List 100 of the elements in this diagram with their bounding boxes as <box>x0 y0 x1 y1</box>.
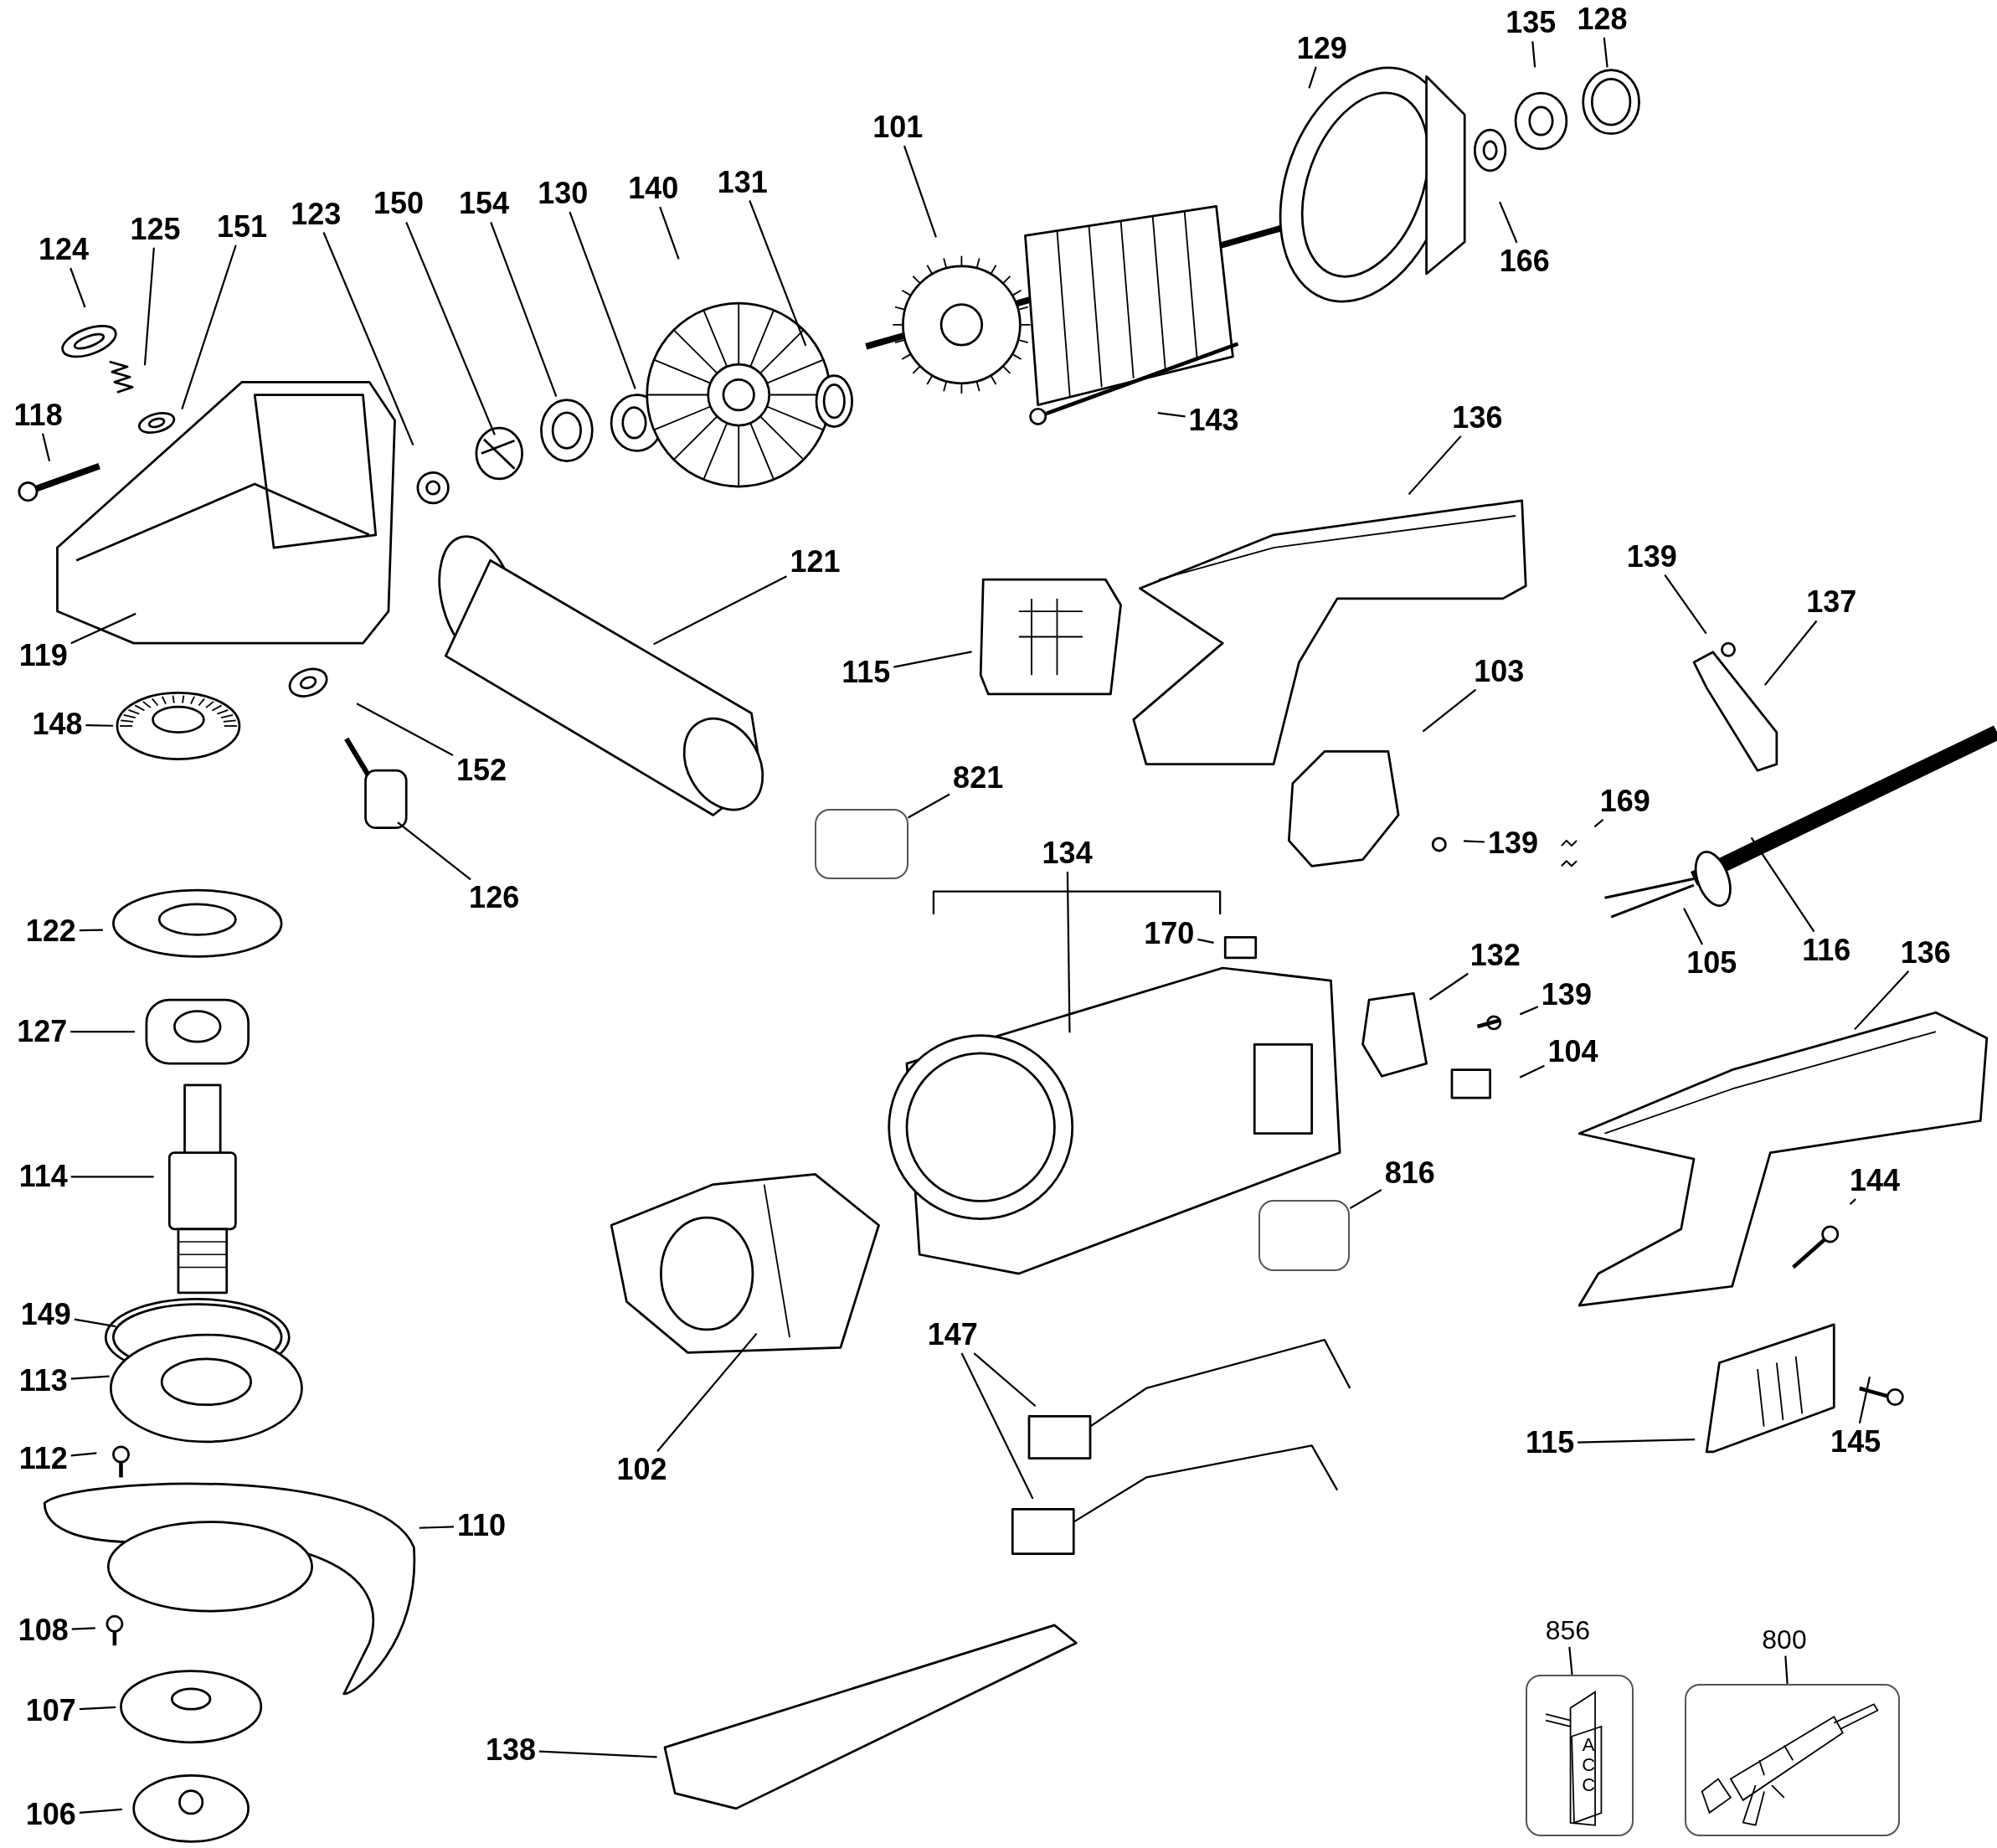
leader-line <box>1463 840 1485 843</box>
callout-number: 113 <box>18 1365 68 1396</box>
leader-line <box>79 1706 116 1711</box>
callout-number: 139 <box>1487 827 1539 858</box>
leader-line <box>973 1352 1037 1408</box>
callout-number: 143 <box>1188 404 1239 435</box>
leader-line <box>960 1352 1034 1500</box>
callout-number: 128 <box>1577 3 1628 34</box>
leader-line <box>1308 66 1317 89</box>
callout-number: 118 <box>13 399 63 430</box>
callout-number: 112 <box>18 1443 68 1474</box>
leader-line <box>1519 1006 1539 1016</box>
callout-number: 130 <box>538 178 589 209</box>
leader-line <box>70 1375 110 1380</box>
callout-number: 105 <box>1686 947 1737 978</box>
leader-line <box>69 267 86 308</box>
callout-number: 124 <box>39 234 90 265</box>
callout-number: 123 <box>291 198 342 229</box>
leader-line <box>538 1750 657 1758</box>
leader-line <box>490 221 558 397</box>
callout-number: 104 <box>1547 1037 1598 1068</box>
label-sticker-picture <box>1526 1675 1634 1837</box>
callout-number: 125 <box>130 214 181 245</box>
callout-number: 139 <box>1626 541 1677 572</box>
callout-number: 148 <box>32 709 83 740</box>
callout-number: 145 <box>1830 1426 1881 1457</box>
leader-line <box>70 1176 154 1178</box>
leader-line <box>1428 972 1469 1001</box>
callout-number: 107 <box>25 1695 76 1726</box>
sticker-text: ACC <box>1581 1734 1597 1796</box>
callout-number: 127 <box>17 1017 68 1048</box>
leader-line <box>653 575 787 646</box>
callout-number: 121 <box>790 546 841 577</box>
leader-line <box>1157 412 1186 418</box>
leader-line <box>70 1452 97 1457</box>
callout-number: 106 <box>25 1799 76 1830</box>
callout-number: 131 <box>717 167 768 198</box>
leader-line <box>1568 1646 1573 1676</box>
leader-line <box>1531 41 1536 68</box>
callout-number: 147 <box>927 1320 978 1351</box>
leader-line <box>749 200 807 347</box>
callout-number: 115 <box>1526 1428 1575 1459</box>
callout-number: 115 <box>842 657 891 688</box>
callout-number: 110 <box>456 1511 506 1542</box>
callout-number: 170 <box>1144 918 1195 949</box>
callout-number: 821 <box>953 763 1004 794</box>
callout-number: 138 <box>485 1734 536 1765</box>
callout-number: 154 <box>458 188 509 219</box>
callout-number: 144 <box>1849 1166 1900 1196</box>
callout-number: 150 <box>373 188 425 219</box>
leader-line <box>1499 201 1518 244</box>
leader-line <box>659 206 680 260</box>
callout-number: 136 <box>1452 402 1503 433</box>
leader-line <box>1408 435 1462 496</box>
leader-line <box>1349 1189 1382 1210</box>
empty-rounded-box <box>815 808 908 879</box>
callout-number: 152 <box>456 755 507 786</box>
callout-number: 169 <box>1599 785 1650 816</box>
callout-number: 816 <box>1384 1157 1435 1188</box>
callout-number: 856 <box>1545 1616 1591 1644</box>
callout-number: 151 <box>216 211 267 242</box>
leader-line <box>71 1627 95 1630</box>
callout-number: 140 <box>628 173 679 204</box>
callout-number: 800 <box>1762 1625 1807 1653</box>
leader-line <box>79 1808 122 1814</box>
callout-number: 137 <box>1806 587 1857 618</box>
leader-line <box>1664 574 1707 635</box>
callout-number: 122 <box>25 915 76 946</box>
leader-line <box>1750 836 1815 933</box>
leader-line <box>181 245 237 409</box>
leader-line <box>1578 1439 1696 1444</box>
leader-line <box>1784 1655 1789 1684</box>
leader-line <box>74 1318 116 1328</box>
leader-line <box>70 1030 135 1033</box>
callout-number: 149 <box>20 1299 71 1330</box>
callout-number: 166 <box>1499 245 1550 276</box>
leader-line <box>1763 620 1818 686</box>
leader-line <box>1519 1064 1545 1078</box>
leader-line <box>1422 688 1477 733</box>
leader-line <box>1849 1198 1856 1206</box>
callout-number: 132 <box>1469 939 1521 970</box>
leader-line <box>1854 970 1910 1031</box>
callout-number: 101 <box>872 112 924 143</box>
callout-number: 103 <box>1474 656 1525 687</box>
leader-line <box>1683 908 1704 945</box>
callout-number: 102 <box>616 1454 667 1485</box>
callout-number: 114 <box>18 1161 68 1192</box>
callout-number: 134 <box>1042 838 1093 869</box>
callout-number: 136 <box>1900 937 1951 968</box>
leader-line <box>1858 1377 1871 1424</box>
callout-number: 108 <box>18 1614 69 1645</box>
leader-line <box>143 247 155 366</box>
leader-line <box>893 651 972 668</box>
callout-number: 126 <box>469 883 520 914</box>
callout-number: 129 <box>1296 33 1347 64</box>
leader-line <box>405 221 496 435</box>
leader-line <box>356 703 454 756</box>
leader-line <box>85 724 114 727</box>
leader-line <box>79 929 103 932</box>
leader-line <box>1603 37 1608 68</box>
